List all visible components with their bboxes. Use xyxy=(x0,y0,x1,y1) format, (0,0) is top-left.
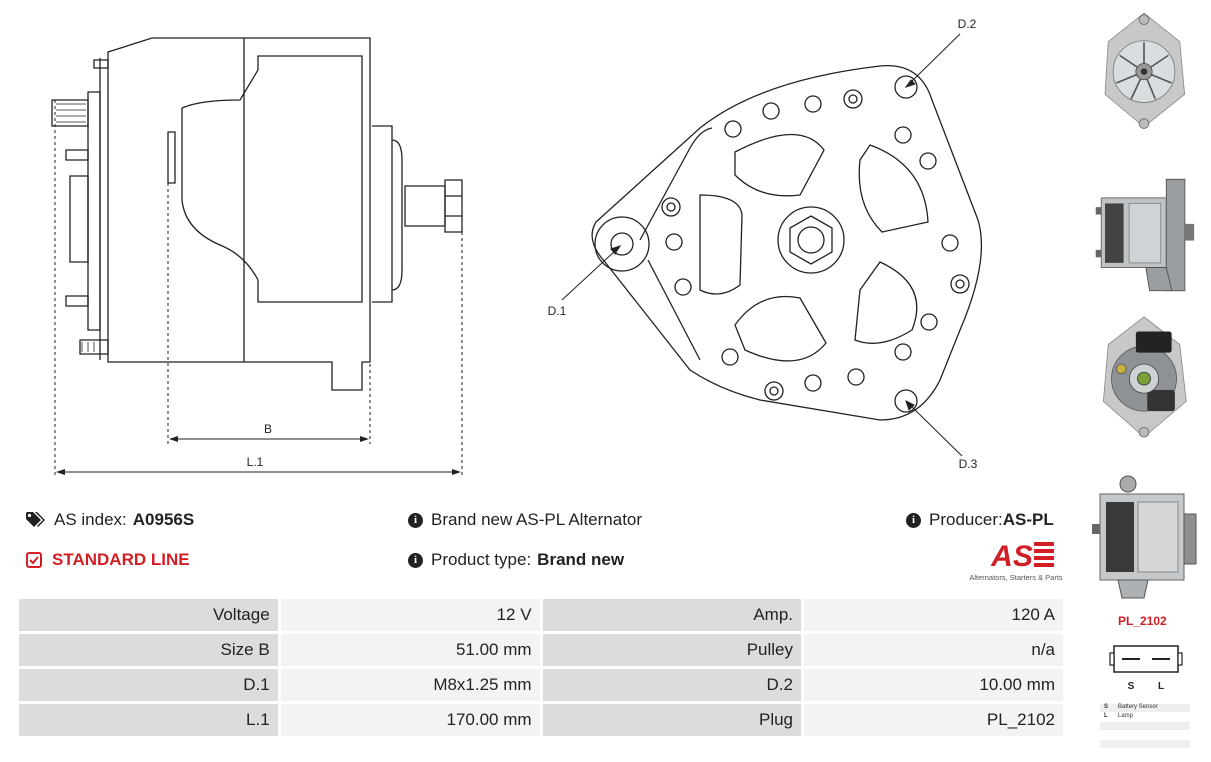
as-index-value: A0956S xyxy=(132,510,195,529)
info-icon: i xyxy=(408,552,423,568)
label-d3: D.3 xyxy=(959,457,978,471)
product-photo-side[interactable] xyxy=(1088,170,1200,300)
spec-value: n/a xyxy=(801,631,1066,669)
legend-desc: Battery Sensor xyxy=(1118,704,1158,710)
spec-value: 10.00 mm xyxy=(801,666,1066,704)
product-type-value: Brand new xyxy=(537,550,625,569)
table-row: Voltage 12 V Amp. 120 A xyxy=(16,596,1066,634)
spec-table: Voltage 12 V Amp. 120 A Size B 51.00 mm … xyxy=(16,596,1066,739)
info-icon: i xyxy=(408,512,423,528)
plug-diagram: S L xyxy=(1109,645,1183,692)
tags-icon xyxy=(26,512,45,527)
legend-code: S xyxy=(1104,704,1109,710)
description-text: Brand new AS-PL Alternator xyxy=(431,510,643,529)
spec-key: D.1 xyxy=(16,666,281,704)
legend-desc: Lamp xyxy=(1118,713,1134,719)
label-l1: L.1 xyxy=(247,455,264,469)
product-photo-rear[interactable] xyxy=(1088,312,1200,442)
product-photo-top[interactable] xyxy=(1088,470,1200,600)
info-icon: i xyxy=(906,512,921,528)
side-view-drawing: B L.1 xyxy=(51,37,463,478)
plug-legend-empty xyxy=(1100,731,1190,739)
as-pl-logo: AS Alternators, Starters & Parts xyxy=(969,540,1063,582)
svg-text:AS: AS xyxy=(990,540,1033,573)
spec-key: Plug xyxy=(539,701,805,739)
pin-s: S xyxy=(1128,681,1135,692)
as-index-label: AS index: xyxy=(54,510,127,529)
plug-name: PL_2102 xyxy=(1118,614,1167,628)
table-row: D.1 M8x1.25 mm D.2 10.00 mm xyxy=(16,666,1066,704)
as-index: AS index: A0956S xyxy=(26,510,194,530)
spec-key: Amp. xyxy=(539,596,805,634)
product-type: i Product type: Brand new xyxy=(408,550,624,570)
plug-legend-empty xyxy=(1100,740,1190,748)
spec-key: Size B xyxy=(16,631,281,669)
spec-key: Voltage xyxy=(16,596,281,634)
description: i Brand new AS-PL Alternator xyxy=(408,510,642,530)
label-d2: D.2 xyxy=(958,17,977,31)
table-row: Size B 51.00 mm Pulley n/a xyxy=(16,631,1066,669)
spec-value: 120 A xyxy=(801,596,1066,634)
plug-legend-row: L Lamp xyxy=(1100,713,1190,721)
product-photo-front[interactable] xyxy=(1088,5,1200,135)
plug-legend-row: S Battery Sensor xyxy=(1100,704,1190,712)
rear-view-drawing: D.1 D.2 D.3 xyxy=(548,17,983,471)
logo-tagline: Alternators, Starters & Parts xyxy=(969,573,1063,582)
label-b: B xyxy=(264,422,272,436)
spec-value: 12 V xyxy=(277,596,543,634)
label-d1: D.1 xyxy=(548,304,567,318)
standard-line-label: STANDARD LINE xyxy=(52,550,190,569)
spec-value: 170.00 mm xyxy=(277,701,543,739)
spec-value: M8x1.25 mm xyxy=(277,666,543,704)
spec-key: D.2 xyxy=(539,666,805,704)
spec-value: PL_2102 xyxy=(801,701,1066,739)
producer: i Producer: AS-PL xyxy=(906,510,1054,530)
producer-value: AS-PL xyxy=(1002,510,1054,529)
plug-legend-empty xyxy=(1100,722,1190,730)
standard-line: STANDARD LINE xyxy=(26,550,190,570)
producer-label: Producer: xyxy=(929,510,1003,529)
product-type-label: Product type: xyxy=(431,550,532,569)
pin-l: L xyxy=(1158,681,1164,692)
legend-code: L xyxy=(1104,713,1108,719)
table-row: L.1 170.00 mm Plug PL_2102 xyxy=(16,701,1066,739)
spec-key: L.1 xyxy=(16,701,281,739)
spec-value: 51.00 mm xyxy=(277,631,543,669)
check-square-icon xyxy=(26,552,42,568)
spec-key: Pulley xyxy=(539,631,805,669)
